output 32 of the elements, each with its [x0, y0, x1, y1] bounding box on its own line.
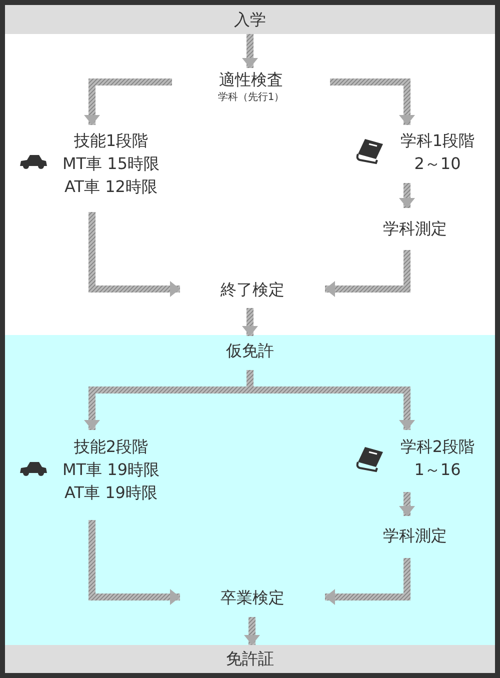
arrow: [88, 520, 180, 605]
step-label: 入学: [234, 9, 266, 31]
step-label: 適性検査: [219, 69, 283, 91]
arrow: [244, 617, 260, 645]
step-detail: 1～16: [414, 459, 461, 481]
step-note: 学科（先行1）: [218, 91, 284, 105]
arrow: [84, 78, 172, 125]
arrow: [242, 34, 258, 68]
step-label: 学科測定: [383, 525, 447, 547]
step-label: 技能1段階: [74, 130, 148, 152]
step-label: 仮免許: [226, 340, 274, 362]
arrow: [399, 492, 415, 516]
stage-band: [5, 645, 495, 673]
step-label: 学科2段階: [400, 436, 475, 458]
step-detail: MT車 15時限: [62, 153, 160, 175]
arrow: [399, 183, 415, 208]
arrow: [325, 558, 410, 605]
step-detail: AT車 12時限: [64, 176, 158, 198]
step-label: 終了検定: [220, 279, 284, 301]
step-detail: MT車 19時限: [62, 459, 160, 481]
step-label: 学科測定: [383, 218, 447, 240]
arrow: [330, 78, 415, 125]
stage-band: [5, 5, 495, 34]
step-label: 卒業検定: [220, 587, 284, 609]
arrow: [325, 250, 410, 297]
arrow: [88, 212, 180, 297]
step-label: 学科1段階: [400, 130, 475, 152]
arrow: [242, 308, 258, 336]
step-detail: 2～10: [414, 153, 461, 175]
step-detail: AT車 19時限: [64, 482, 158, 504]
step-label: 技能2段階: [74, 436, 148, 458]
step-label: 免許証: [226, 648, 274, 670]
